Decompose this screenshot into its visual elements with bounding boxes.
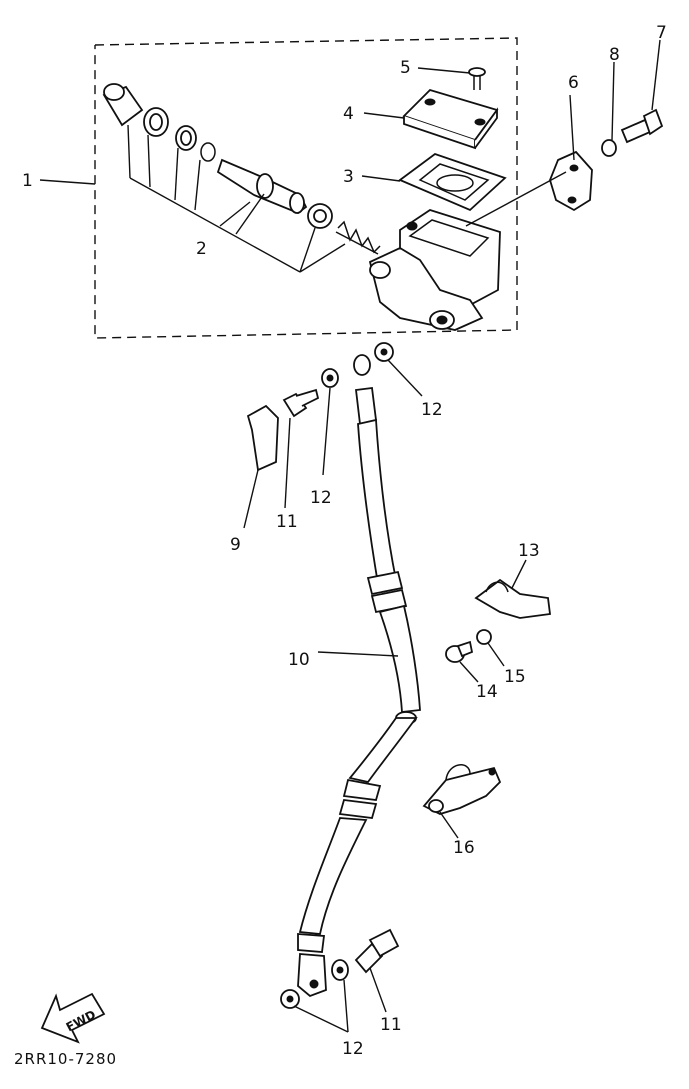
bolt-7: [620, 108, 664, 144]
master-cylinder-assembly-box: [39, 37, 518, 339]
callout-4: 4: [343, 104, 354, 124]
leader-16: [439, 811, 459, 839]
diagram-code: 2RR10-7280: [14, 1050, 117, 1068]
leader-13: [511, 559, 527, 589]
callout-7: 7: [656, 23, 667, 43]
bleed-cap: [246, 404, 279, 472]
cap-screw: [468, 67, 486, 90]
leader-6: [569, 94, 575, 161]
callout-15: 15: [504, 667, 526, 687]
piston-cup-inner: [313, 209, 327, 223]
callout-6: 6: [568, 73, 579, 93]
leader-10: [317, 651, 399, 657]
washer-hole: [180, 130, 192, 146]
washer-15: [476, 629, 492, 645]
circlip-hole: [149, 113, 163, 131]
diaphragm-gasket: [398, 152, 507, 212]
washer-8: [601, 139, 617, 157]
leader-9: [243, 469, 259, 529]
callout-14: 14: [476, 682, 498, 702]
brake-hose-lower: [297, 711, 418, 998]
callout-16: 16: [453, 838, 475, 858]
leader-11-bottom: [369, 967, 387, 1013]
callout-8: 8: [609, 45, 620, 65]
callout-12-left: 12: [310, 488, 332, 508]
group-leaders: [127, 124, 346, 273]
callout-labels: 1 2 3 4 5 6 7 8 9 10 11 11 12 12 12 13 1…: [22, 23, 667, 1059]
fwd-arrow: FWD: [40, 992, 106, 1044]
master-cylinder-body: [368, 209, 501, 331]
reservoir-cap: [402, 88, 499, 150]
callout-11-bottom: 11: [380, 1015, 402, 1035]
union-bolt-bottom: [354, 928, 400, 974]
lever-holder: [549, 150, 593, 212]
callout-13: 13: [518, 541, 540, 561]
callout-10: 10: [288, 650, 310, 670]
callout-3: 3: [343, 167, 354, 187]
union-bolt-top: [282, 388, 320, 418]
callout-5: 5: [400, 58, 411, 78]
callout-2: 2: [196, 239, 207, 259]
callout-12-bottom: 12: [342, 1039, 364, 1059]
leader-11-top: [284, 417, 291, 509]
brake-hose-upper: [353, 354, 421, 713]
boot: [102, 83, 144, 127]
callout-12-right: 12: [421, 400, 443, 420]
leader-14: [459, 661, 479, 683]
piston: [216, 158, 308, 215]
leader-12-right: [387, 359, 423, 397]
o-ring: [200, 142, 216, 162]
leader-12-left: [322, 387, 331, 476]
callout-9: 9: [230, 535, 241, 555]
bolt-14: [445, 640, 474, 663]
leader-8: [611, 61, 615, 141]
leader-body-holder: [465, 171, 567, 227]
leader-12-bottom: [293, 979, 349, 1033]
hose-holder-13: [474, 578, 552, 619]
leader-4: [363, 112, 405, 119]
hose-guide-16: [422, 764, 502, 815]
callout-11-top: 11: [276, 512, 298, 532]
leader-7: [651, 39, 661, 111]
leader-5: [417, 67, 471, 74]
callout-1: 1: [22, 171, 33, 191]
leader-15: [487, 642, 505, 667]
spring: [335, 220, 381, 255]
leader-3: [361, 175, 401, 182]
